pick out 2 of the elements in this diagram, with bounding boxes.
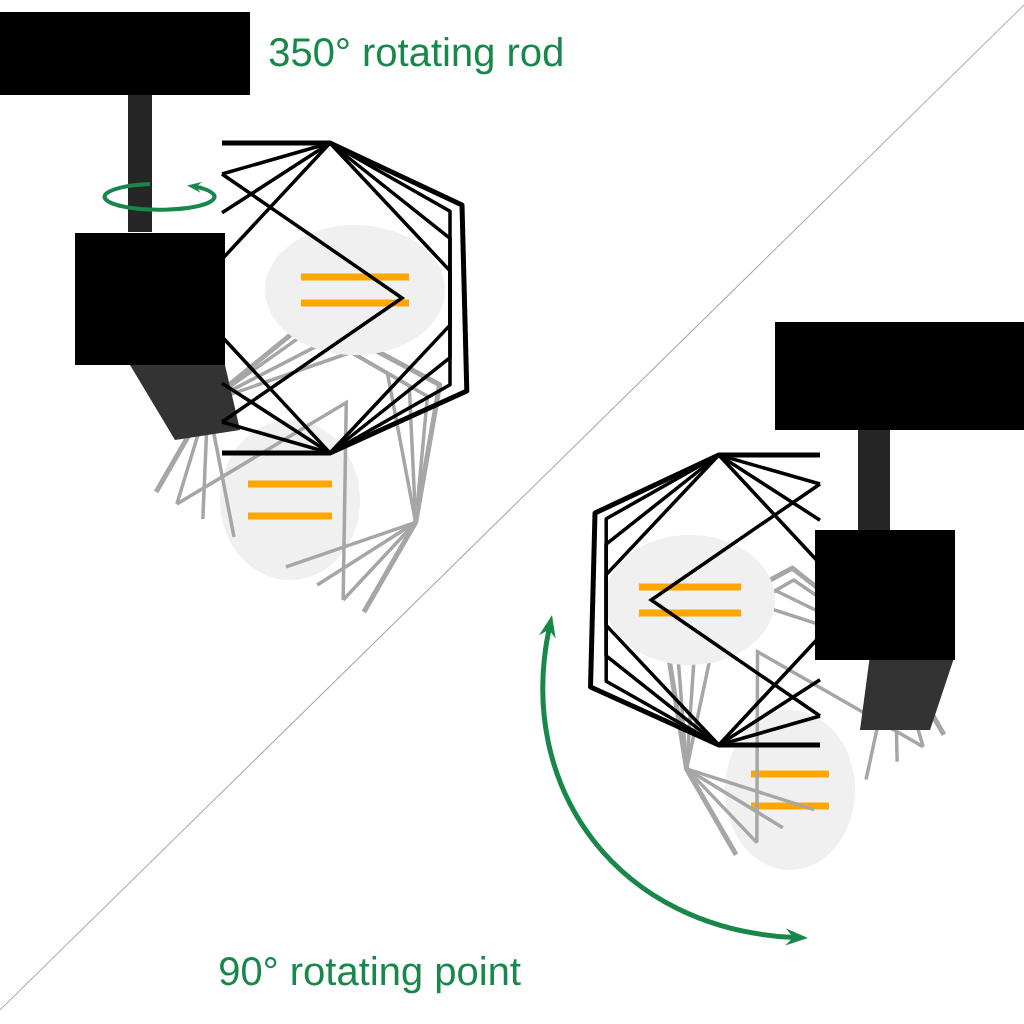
callout-text: 350° rotating rod [269, 37, 562, 75]
callout-text: 90° rotating point [220, 956, 521, 994]
